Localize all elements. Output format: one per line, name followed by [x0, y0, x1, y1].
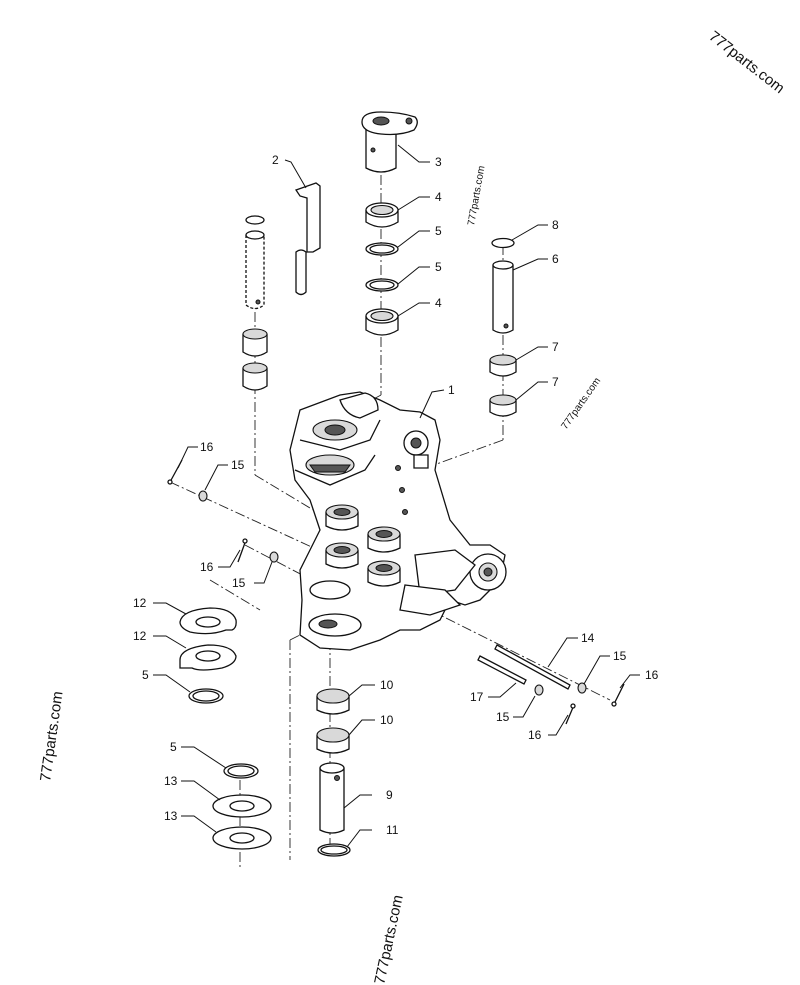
- watermark-bottom: 777parts.com: [371, 893, 407, 985]
- callout-5-upper: 5: [435, 224, 442, 238]
- part-16-pin-left-mid: [237, 538, 248, 563]
- callout-8: 8: [552, 218, 559, 232]
- callout-5-left: 5: [142, 668, 149, 682]
- part-10-bushing-upper: [316, 688, 350, 715]
- callout-4-lower: 4: [435, 296, 442, 310]
- part-15-washer-left-top: [198, 490, 208, 502]
- part-14-rod: [494, 644, 571, 690]
- part-15-washer-right-lower: [534, 684, 544, 696]
- callout-7-upper: 7: [552, 340, 559, 354]
- callout-labels: 1 2 3 4 5 5 4 8 6 7 7 16 15 16 15 12 12 …: [133, 153, 659, 837]
- callout-14: 14: [581, 631, 595, 645]
- watermark-left: 777parts.com: [37, 690, 66, 782]
- part-6-pin: [492, 260, 514, 334]
- part-7-bushing-lower: [489, 394, 517, 417]
- callout-16-left-mid: 16: [200, 560, 214, 574]
- callout-4-upper: 4: [435, 190, 442, 204]
- part-17-rod: [477, 655, 527, 685]
- callout-12-upper: 12: [133, 596, 147, 610]
- housing-inner-bushings: [308, 504, 401, 637]
- part-16-pin-right-upper: [611, 683, 625, 707]
- part-16-pin-right-lower: [565, 703, 576, 725]
- part-5-seal-lower-left: [223, 763, 259, 779]
- part-2-bent-rod: [294, 182, 321, 296]
- callout-3: 3: [435, 155, 442, 169]
- callout-13-upper: 13: [164, 774, 178, 788]
- callout-6: 6: [552, 252, 559, 266]
- callout-5-lower-left: 5: [170, 740, 177, 754]
- part-12-plate-upper: [179, 607, 237, 635]
- part-4-bushing-upper: [365, 202, 399, 228]
- callout-15-left-mid: 15: [232, 576, 246, 590]
- part-11-ring: [317, 843, 351, 857]
- part-13-washer-upper: [212, 794, 272, 818]
- part-5-seal-left: [188, 688, 224, 704]
- callout-16-left-top: 16: [200, 440, 214, 454]
- callout-2: 2: [272, 153, 279, 167]
- callout-5-lower: 5: [435, 260, 442, 274]
- watermark-right-middle: 777parts.com: [559, 376, 603, 432]
- part-15-washer-right-upper: [577, 682, 587, 694]
- callout-7-lower: 7: [552, 375, 559, 389]
- part-4-bushing-lower: [365, 308, 399, 336]
- part-3-pivot-pin: [361, 111, 418, 173]
- callout-16-right-upper: 16: [645, 668, 659, 682]
- watermark-top-right: 777parts.com: [706, 28, 788, 97]
- callout-16-right-lower: 16: [528, 728, 542, 742]
- callout-17: 17: [470, 690, 484, 704]
- part-12-plate-lower: [179, 644, 237, 671]
- part-5-seal-upper: [365, 242, 399, 256]
- callout-11: 11: [386, 823, 399, 837]
- callout-15-right-upper: 15: [613, 649, 627, 663]
- callout-9: 9: [386, 788, 393, 802]
- leader-lines: [153, 144, 640, 848]
- part-10-bushing-lower: [316, 727, 350, 754]
- part-13-washer-lower: [212, 826, 272, 850]
- part-8-ring: [491, 237, 515, 249]
- left-pin-assembly: [242, 215, 268, 391]
- part-7-bushing-upper: [489, 354, 517, 377]
- callout-13-lower: 13: [164, 809, 178, 823]
- callout-10-upper: 10: [380, 678, 394, 692]
- callout-15-right-lower: 15: [496, 710, 510, 724]
- watermark-upper-center: 777parts.com: [466, 165, 487, 227]
- part-1-main-housing: [289, 391, 507, 651]
- callout-12-lower: 12: [133, 629, 147, 643]
- part-9-pin: [319, 762, 345, 834]
- callout-15-left-top: 15: [231, 458, 245, 472]
- callout-10-lower: 10: [380, 713, 394, 727]
- part-5-seal-lower: [365, 278, 399, 292]
- part-15-washer-left-mid: [269, 551, 279, 563]
- callout-1: 1: [448, 383, 455, 397]
